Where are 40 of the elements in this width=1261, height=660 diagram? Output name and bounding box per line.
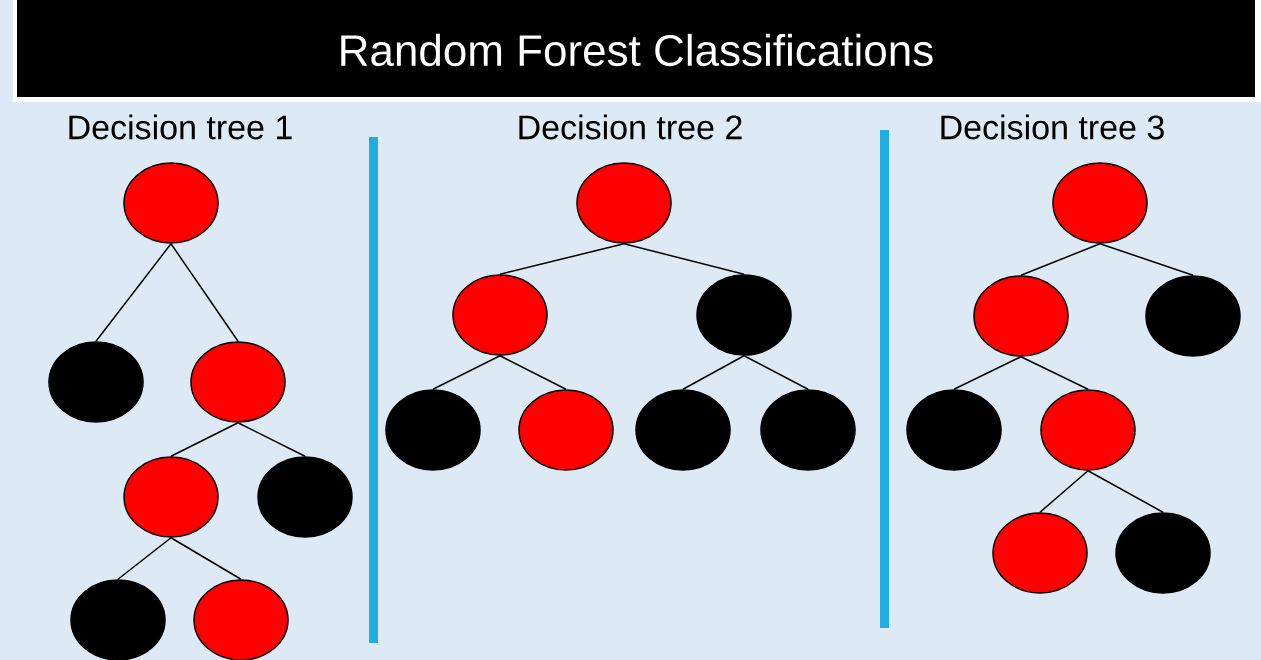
tree-node [696, 274, 792, 356]
tree-node [973, 275, 1069, 357]
tree-node [1052, 162, 1148, 244]
tree-branch [170, 422, 239, 457]
tree-node [190, 341, 286, 423]
title-bar: Random Forest Classifications [13, 0, 1261, 102]
tree-node [760, 389, 856, 471]
tree-branch [95, 243, 172, 342]
tree-node [906, 389, 1002, 471]
tree-node [193, 579, 289, 660]
tree-branch [743, 355, 809, 390]
tree-branch [117, 537, 172, 580]
tree-branch [499, 243, 625, 275]
tree-branch [499, 355, 567, 390]
tree-branch [1099, 243, 1194, 276]
tree-node [518, 389, 614, 471]
tree-node [70, 579, 166, 660]
tree-node [123, 456, 219, 538]
tree-node [452, 274, 548, 356]
tree-branch [432, 355, 501, 390]
tree-node [1040, 389, 1136, 471]
tree-node [257, 456, 353, 538]
tree-node [48, 341, 144, 423]
tree-branch [1020, 243, 1101, 276]
tree-branch [1087, 470, 1164, 513]
tree-branch [237, 422, 306, 457]
tree-node [576, 162, 672, 244]
tree-branch [170, 537, 242, 580]
tree-branch [170, 243, 239, 342]
tree-node [635, 389, 731, 471]
tree-branch [623, 243, 745, 275]
tree-branch [1039, 470, 1089, 513]
tree-node [1115, 512, 1211, 594]
tree-branch [682, 355, 745, 390]
tree-branch [1020, 356, 1089, 390]
tree-node [385, 389, 481, 471]
tree-node [992, 512, 1088, 594]
tree-node [1145, 275, 1241, 357]
tree-branch [953, 356, 1022, 390]
tree-node [123, 162, 219, 244]
